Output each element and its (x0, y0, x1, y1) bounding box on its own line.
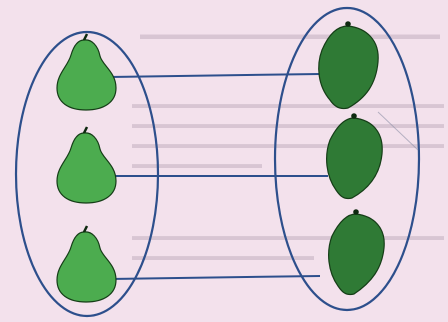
mapping-line-1 (108, 74, 320, 77)
left-fruit-1 (57, 34, 116, 110)
right-fruit-1 (319, 21, 378, 108)
stray-pencil-mark (378, 112, 418, 150)
left-fruit-3 (57, 226, 116, 302)
right-fruit-3 (329, 209, 385, 294)
right-fruit-2 (327, 113, 383, 198)
left-fruit-2 (57, 127, 116, 203)
mapping-line-3 (108, 276, 320, 279)
